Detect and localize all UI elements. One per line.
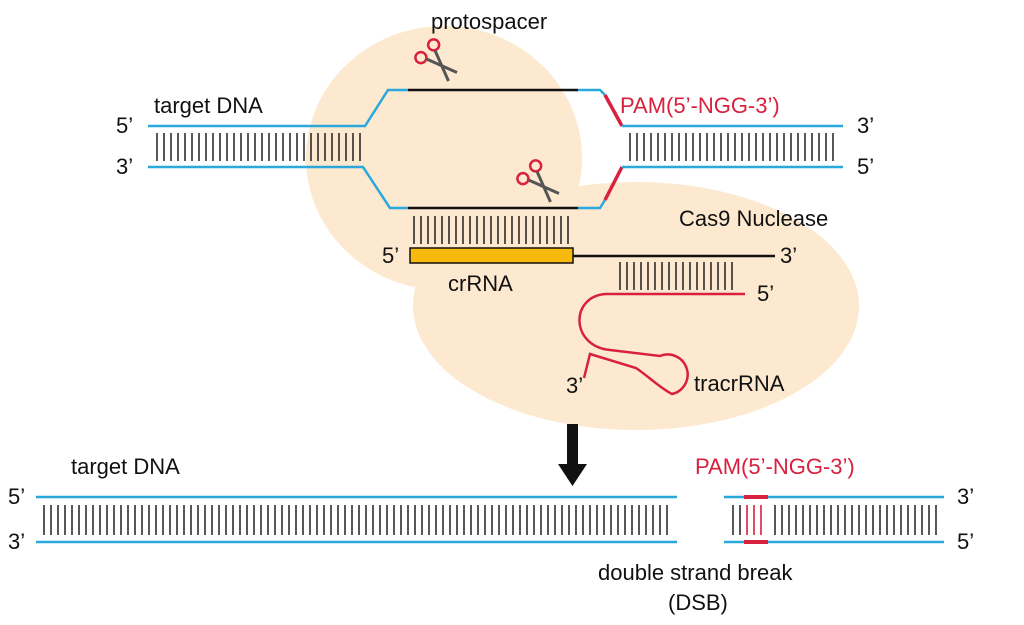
strand-end-label: 3’: [8, 529, 25, 554]
repeat-base-pairs: [619, 262, 733, 290]
target-dna-label: target DNA: [71, 454, 180, 479]
down-arrow-icon: [558, 424, 587, 486]
strand-end-label: 5’: [8, 484, 25, 509]
strand-end-label: 5’: [857, 154, 874, 179]
bottom-dna-left-fragment: [36, 495, 677, 544]
dsb-label-abbrev: (DSB): [668, 590, 728, 615]
tracrrna-label: tracrRNA: [694, 371, 785, 396]
pam-label: PAM(5’-NGG-3’): [695, 454, 855, 479]
strand-end-label: 3’: [116, 154, 133, 179]
crrna-bar: [409, 247, 574, 264]
strand-end-label: 5’: [957, 529, 974, 554]
top-right-base-pairs: [629, 133, 834, 161]
crrna-base-pairs: [413, 216, 569, 244]
crrna-label: crRNA: [448, 271, 513, 296]
bottom-left-base-pairs: [43, 505, 668, 535]
dsb-label: double strand break: [598, 560, 793, 585]
strand-end-label: 3’: [957, 484, 974, 509]
tracrrna-strand: [578, 292, 745, 396]
pam-base-pairs: [746, 505, 762, 535]
target-dna-label: target DNA: [154, 93, 263, 118]
top-left-base-pairs: [156, 133, 361, 161]
strand-end-label: 3’: [857, 113, 874, 138]
cas9-nuclease-shape: [306, 26, 859, 430]
scissors-icon: [414, 38, 458, 82]
strand-end-label: 5’: [116, 113, 133, 138]
bottom-dna-right-fragment: [724, 495, 944, 544]
bottom-right-base-pairs: [732, 505, 937, 535]
protospacer-label: protospacer: [431, 9, 547, 34]
strand-end-label: 5’: [382, 243, 399, 268]
top-dna-duplex: [148, 88, 843, 210]
strand-end-label: 3’: [566, 373, 583, 398]
cas9-nuclease-label: Cas9 Nuclease: [679, 206, 828, 231]
strand-end-label: 5’: [757, 281, 774, 306]
scissors-icon: [516, 159, 560, 203]
cas9-notch: [594, 100, 628, 158]
pam-label: PAM(5’-NGG-3’): [620, 93, 780, 118]
strand-end-label: 3’: [780, 243, 797, 268]
